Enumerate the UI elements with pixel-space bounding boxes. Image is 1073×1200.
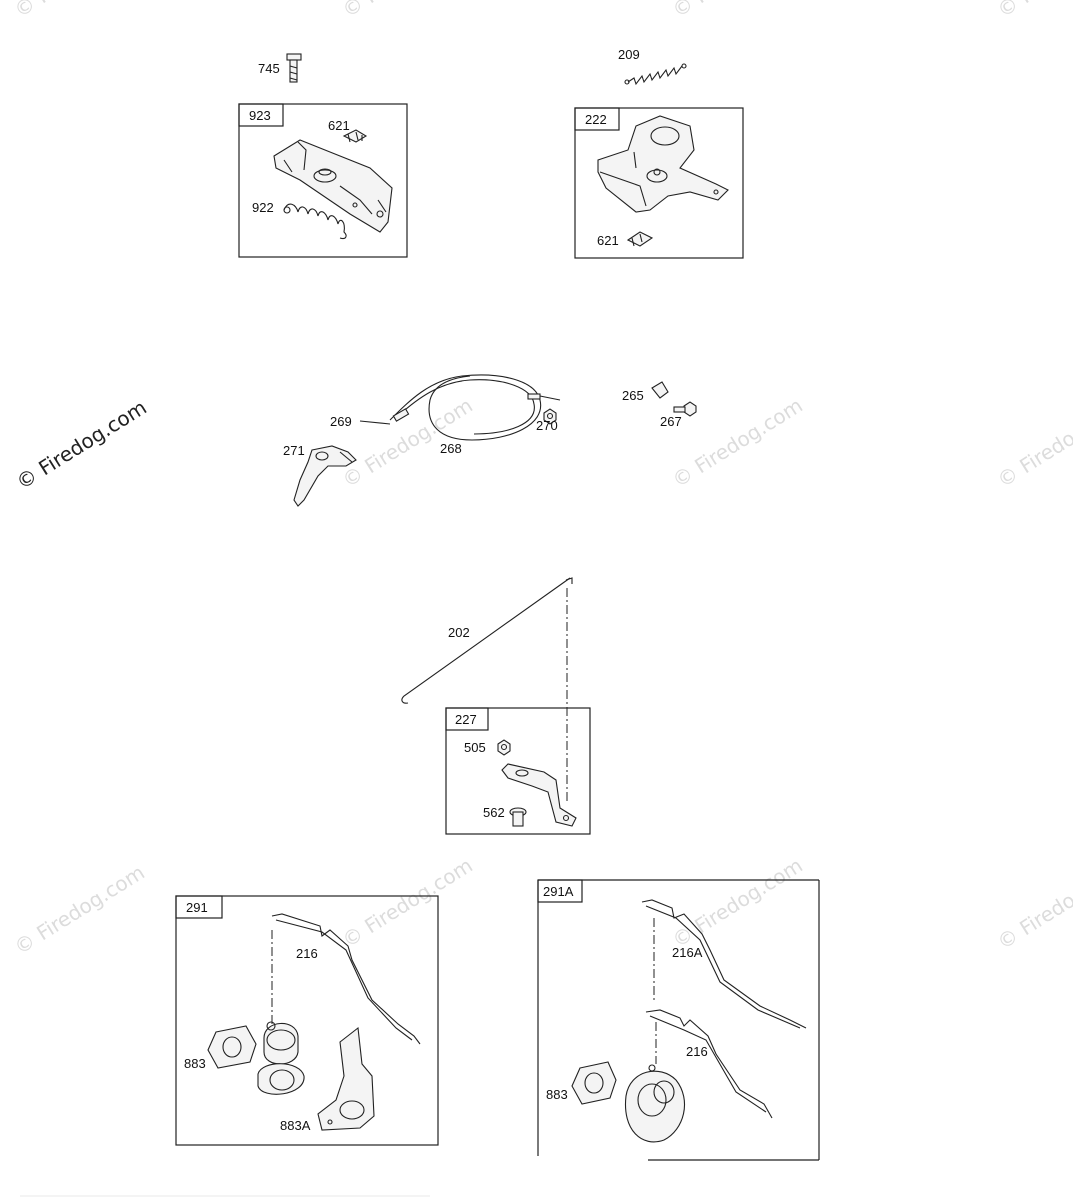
label-202: 202: [448, 625, 470, 640]
box-291: [175, 895, 439, 1146]
part-562-screw: [509, 807, 527, 827]
part-745-screw: [286, 53, 302, 83]
box-227: [445, 707, 591, 835]
label-505: 505: [464, 740, 486, 755]
watermark: © Firedog.com: [993, 855, 1073, 954]
label-883A: 883A: [280, 1118, 311, 1133]
box-923: [238, 103, 408, 258]
label-562: 562: [483, 805, 505, 820]
watermark-group: © Firedog.com © Firedog.com © Firedog.co…: [10, 0, 1073, 959]
part-control-bracket: [273, 139, 393, 233]
part-267-screw: [673, 401, 697, 417]
part-291A-cap-assembly: [624, 1064, 685, 1143]
label-269: 269: [330, 414, 352, 429]
label-621: 621: [328, 118, 350, 133]
watermark: © Firedog.com: [338, 0, 477, 22]
watermark: © Firedog.com: [993, 0, 1073, 22]
box-222: [574, 107, 744, 259]
watermark: © Firedog.com: [668, 853, 807, 952]
part-271-lever: [293, 445, 357, 507]
label-883: 883: [546, 1087, 568, 1102]
part-216-rod-b: [645, 1009, 773, 1119]
label-745: 745: [258, 61, 280, 76]
watermark: © Firedog.com: [993, 393, 1073, 492]
box-label-291A: 291A: [543, 884, 574, 899]
part-883-gasket: [207, 1025, 257, 1069]
label-270: 270: [536, 418, 558, 433]
label-265: 265: [622, 388, 644, 403]
watermark: © Firedog.com: [10, 0, 149, 22]
part-621-clip: [342, 129, 368, 143]
part-883A-bracket: [317, 1026, 375, 1131]
label-267: 267: [660, 414, 682, 429]
label-268: 268: [440, 441, 462, 456]
part-265-clip: [651, 381, 669, 399]
box-label-291: 291: [186, 900, 208, 915]
box-label-222: 222: [585, 112, 607, 127]
label-216A: 216A: [672, 945, 703, 960]
part-222-control-plate: [597, 115, 729, 213]
watermark: © Firedog.com: [10, 860, 149, 959]
part-268-cable: [389, 374, 561, 441]
part-621-clip: [626, 231, 654, 247]
part-216A-rod: [641, 899, 807, 1029]
part-505-nut: [497, 739, 511, 756]
label-271: 271: [283, 443, 305, 458]
leader-269: [359, 420, 391, 425]
label-621: 621: [597, 233, 619, 248]
part-883-gasket-b: [571, 1061, 617, 1105]
label-216: 216: [296, 946, 318, 961]
box-label-923: 923: [249, 108, 271, 123]
watermark: © Firedog.com: [668, 0, 807, 22]
label-922: 922: [252, 200, 274, 215]
watermark-primary: © Firedog.com: [12, 395, 151, 494]
watermark: © Firedog.com: [338, 853, 477, 952]
part-270-nut: [543, 408, 557, 425]
part-291-cap-assembly: [257, 1021, 305, 1095]
label-883: 883: [184, 1056, 206, 1071]
box-label-227: 227: [455, 712, 477, 727]
label-209: 209: [618, 47, 640, 62]
part-209-spring: [624, 63, 687, 86]
box-291A: [537, 879, 820, 1161]
part-227-lever: [501, 763, 577, 827]
label-216: 216: [686, 1044, 708, 1059]
part-922-spring: [283, 203, 347, 240]
part-202-link: [401, 577, 573, 802]
